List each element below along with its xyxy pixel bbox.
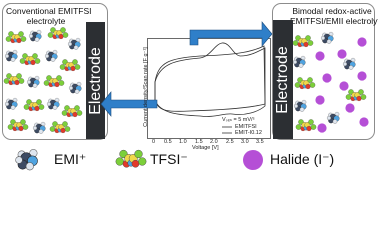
left-electrode: Electrode [86,22,105,139]
right-panel-title: Bimodal redox-active EMITFSI/EMII electr… [290,6,378,26]
left-title-line1: Conventional EMITFSI [6,6,92,16]
arrow-left [100,91,158,117]
x-tick-1: 0.5 [164,139,172,145]
arrows [100,21,273,117]
tfsi-label: TFSI⁻ [150,151,188,167]
key-graphics [15,149,263,171]
x-tick-2: 1.0 [179,139,187,145]
legend-lines [222,126,232,134]
x-axis-label: Voltage [V] [192,145,219,151]
y-axis-label: Current density/Scan rate [F g⁻¹] [143,47,149,127]
halide-label: Halide (I⁻) [270,151,335,167]
scan-rate-note: Vₛₑₙ = 5 mV/ˢ [222,117,255,123]
emi-label: EMI⁺ [54,151,87,167]
right-title-line2: EMITFSI/EMII electrolyte [290,16,378,26]
legend-emitfsi: EMITFSI [235,124,257,130]
arrow-right [189,21,273,47]
x-tick-4: 2.0 [210,139,218,145]
halide-key-icon [243,150,263,170]
legend-emit-i: EMIT-I0.12 [235,130,262,136]
x-tick-0: 0 [152,139,156,145]
left-title-line2: electrolyte [26,16,66,26]
emitfsi-curve [154,45,266,112]
x-tick-7: 3.5 [256,139,264,145]
x-tick-6: 3.0 [241,139,249,145]
left-molecules [3,26,83,134]
cv-curves [154,42,266,117]
x-tick-5: 2.5 [226,139,234,145]
x-tick-3: 1.5 [195,139,203,145]
right-electrode: Electrode [273,20,293,139]
right-title-line1: Bimodal redox-active [292,6,372,16]
halide-ions [315,37,369,133]
left-panel-title: Conventional EMITFSI electrolyte [6,6,92,26]
emit-i-curve [154,42,266,117]
diagram-graphics [3,21,369,171]
